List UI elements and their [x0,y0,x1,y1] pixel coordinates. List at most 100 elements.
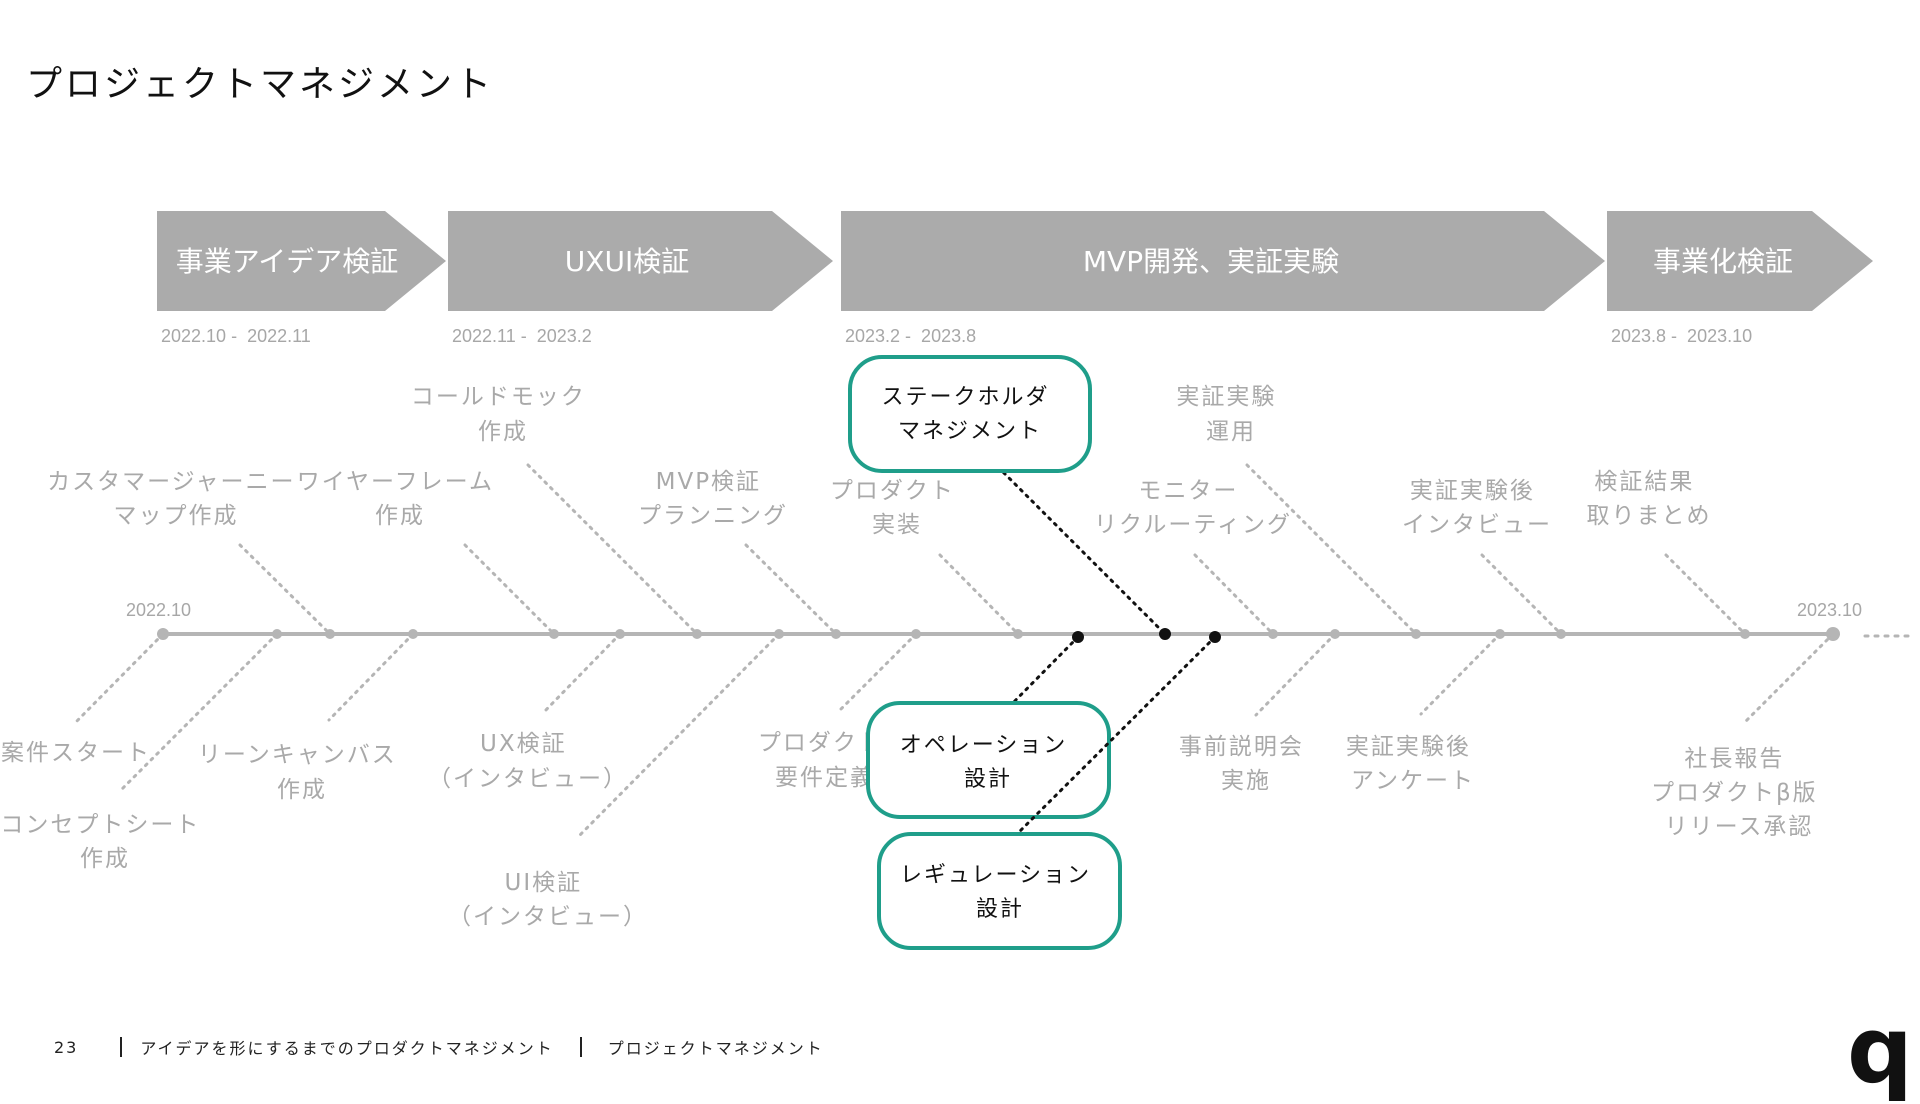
phase-arrow-mvp: MVP開発、実証実験 2023.2 - 2023.8 [841,211,1605,346]
event-label: MVP検証 プランニング [638,469,788,529]
event-dot [1330,629,1340,639]
event-label: 実証実験後 インタビュー [1402,478,1552,538]
project-timeline-diagram: 事業アイデア検証 2022.10 - 2022.11 UXUI検証 2022.1… [0,211,1914,950]
event-label: モニター リクルーティング [1094,478,1292,538]
event-connector [575,632,781,840]
event-connector [938,553,1020,636]
event-label: 検証結果 取りまとめ [1587,469,1712,529]
event-dot [1740,629,1750,639]
highlight-label: レギュレーション 設計 [900,863,1100,922]
phase-arrow-uxui: UXUI検証 2022.11 - 2023.2 [448,211,833,346]
event-dot [325,629,335,639]
event-dot [831,629,841,639]
event-label: ワイヤーフレーム 作成 [297,469,504,529]
page-number: 23 [54,1037,79,1057]
phase-arrow-shape [1607,211,1873,311]
phase-label: 事業アイデア検証 [176,245,399,278]
events-below: 案件スタート コンセプトシート 作成 リーンキャンバス 作成 UX検証 （イ [0,629,1835,930]
event-label: UI検証 （インタビュー） [448,870,648,930]
highlight-box [866,701,1111,819]
phase-label: MVP開発、実証実験 [1083,245,1339,278]
timeline-axis: 2022.10 2023.10 [126,600,1914,641]
brand-logo: q [1847,997,1913,1104]
phase-dates: 2022.10 - 2022.11 [161,326,311,346]
phase-label: UXUI検証 [565,245,689,278]
phase-arrows: 事業アイデア検証 2022.10 - 2022.11 UXUI検証 2022.1… [157,211,1873,346]
highlight-dot [1072,631,1084,643]
event-label: プロダクト 要件定義 [758,730,892,791]
event-cold-mock: コールドモック 作成 [411,384,702,639]
event-ceo-report: 社長報告 プロダクトβ版 リリース承認 [1651,632,1835,840]
phase-arrow-shape [157,211,446,311]
event-connector [1245,463,1418,636]
event-connector [1254,632,1337,717]
event-connector [526,463,699,636]
event-connector [541,632,622,715]
event-label: UX検証 （インタビュー） [428,731,628,792]
footer-divider [120,1037,123,1057]
event-dot [692,629,702,639]
event-connector [1419,632,1502,716]
footer: 23 アイデアを形にするまでのプロダクトマネジメント プロジェクトマネジメント [54,1035,824,1059]
event-pre-briefing: 事前説明会 実施 [1179,629,1340,794]
highlight-label: オペレーション 設計 [900,733,1077,792]
event-label: 事前説明会 実施 [1179,734,1313,794]
event-dot [408,629,418,639]
event-mvp-planning: MVP検証 プランニング [638,469,841,639]
event-dot [615,629,625,639]
highlight-tasks: ステークホルダ マネジメント オペレーション 設計 レギュレーション 設計 [848,355,1221,950]
footer-divider [579,1037,582,1057]
highlight-box [848,355,1092,473]
phase-dates: 2022.11 - 2023.2 [452,326,592,346]
event-dot [549,629,559,639]
event-label: プロダクト 実装 [830,478,964,538]
event-dot [1013,629,1023,639]
event-wireframe: ワイヤーフレーム 作成 [297,469,559,639]
event-dot [911,629,921,639]
phase-arrow-idea: 事業アイデア検証 2022.10 - 2022.11 [157,211,446,346]
phase-arrow-commercialization: 事業化検証 2023.8 - 2023.10 [1607,211,1873,346]
event-dot [1556,629,1566,639]
event-product-implementation: プロダクト 実装 [830,478,1023,639]
highlight-connector [996,465,1167,636]
highlight-label: ステークホルダ マネジメント [881,385,1058,444]
phase-dates: 2023.8 - 2023.10 [1611,326,1752,346]
highlight-stakeholder-management: ステークホルダ マネジメント [848,355,1171,640]
event-connector [238,543,332,636]
event-connector [119,632,279,792]
event-label: 実証実験 運用 [1176,384,1285,445]
phase-arrow-shape [448,211,833,311]
event-concept-sheet: コンセプトシート 作成 [0,629,282,872]
highlight-connector [1009,635,1217,842]
event-label: コンセプトシート 作成 [0,812,209,872]
event-dot [1411,629,1421,639]
breadcrumb-section: アイデアを形にするまでのプロダクトマネジメント [140,1039,554,1058]
phase-dates: 2023.2 - 2023.8 [845,326,976,346]
event-project-start: 案件スタート [1,632,165,766]
event-results-summary: 検証結果 取りまとめ [1587,469,1750,639]
event-label: 実証実験後 アンケート [1346,734,1480,794]
event-dot [1268,629,1278,639]
highlight-dot [1159,628,1171,640]
event-connector [1480,553,1563,636]
event-label: 社長報告 プロダクトβ版 リリース承認 [1651,746,1827,840]
event-dot [272,629,282,639]
event-label: リーンキャンバス 作成 [198,742,406,803]
event-connector [463,543,556,636]
page-title: プロジェクトマネジメント [26,64,495,105]
events-above: カスタマージャーニー マップ作成 ワイヤーフレーム 作成 コールドモック 作成 [47,384,1750,639]
highlight-dot [1209,631,1221,643]
event-dot [1495,629,1505,639]
event-label: コールドモック 作成 [411,384,595,445]
highlight-operation-design: オペレーション 設計 [866,631,1111,819]
event-label: カスタマージャーニー マップ作成 [47,469,305,529]
event-monitor-recruiting: モニター リクルーティング [1094,478,1292,639]
event-product-requirements: プロダクト 要件定義 [758,629,921,791]
event-connector [71,632,165,727]
event-connector [836,632,918,714]
event-lean-canvas: リーンキャンバス 作成 [198,629,418,803]
event-ui-validation: UI検証 （インタビュー） [448,629,784,930]
event-post-pilot-interview: 実証実験後 インタビュー [1402,478,1566,639]
event-customer-journey-map: カスタマージャーニー マップ作成 [47,469,335,639]
event-pilot-operation: 実証実験 運用 [1176,384,1421,639]
